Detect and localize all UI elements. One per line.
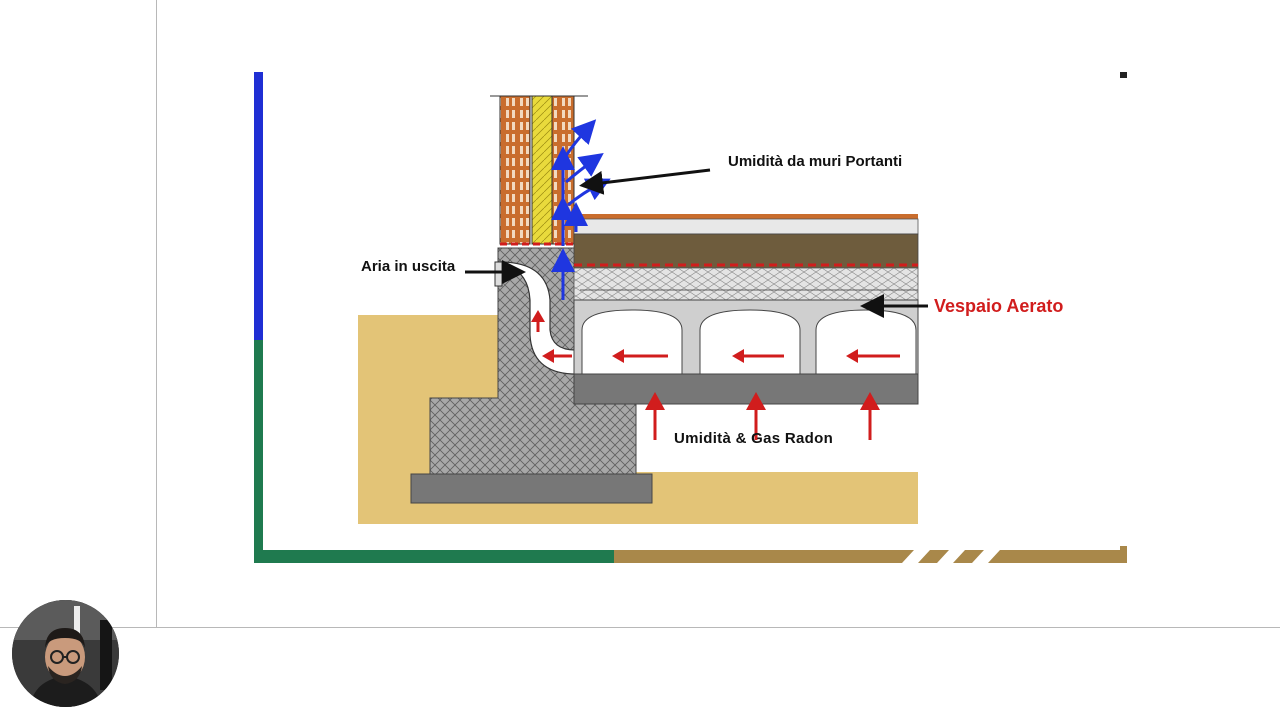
- crawl-space-top: [573, 267, 919, 301]
- slide-gold-bar: [614, 550, 1127, 563]
- presenter-webcam: [12, 600, 119, 707]
- floor-screed: [573, 218, 919, 235]
- air-flow-arrow-icon: [531, 310, 900, 440]
- footing-base: [410, 473, 653, 504]
- slide-green-bar-left: [254, 340, 263, 563]
- floor-slab: [573, 233, 919, 269]
- label-air-outlet: Aria in uscita: [361, 258, 456, 275]
- leader-arrow-icon: [465, 168, 928, 318]
- insulation-layer: [531, 95, 553, 245]
- brick-wall-outer: [499, 95, 531, 245]
- label-moisture-radon: Umidità & Gas Radon: [674, 430, 834, 447]
- label-crawl-space: Vespaio Aerato: [934, 296, 1064, 316]
- label-bearing-walls-moisture: Umidità da muri Portanti: [728, 153, 903, 170]
- layout-guide-vertical: [156, 0, 157, 627]
- slide-green-bar-bottom: [254, 550, 614, 563]
- ground-slab: [573, 373, 919, 405]
- igloo-arches: [573, 299, 919, 375]
- layout-guide-horizontal: [0, 627, 1280, 628]
- air-vent-grille: [494, 261, 503, 287]
- floor-finish: [574, 214, 918, 219]
- slide-blue-bar: [254, 72, 263, 340]
